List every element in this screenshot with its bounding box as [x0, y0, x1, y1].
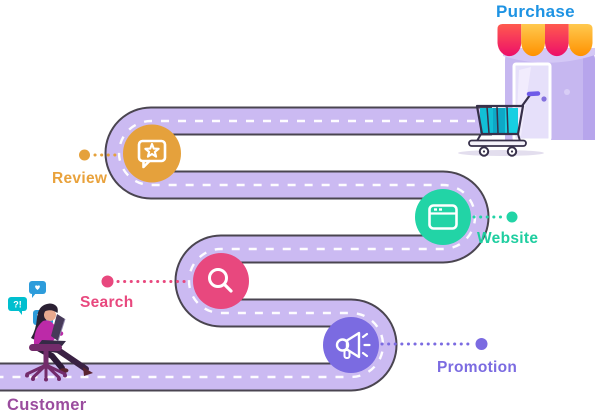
cart-shadow — [458, 150, 544, 156]
shoe-right — [83, 367, 93, 376]
road-path — [0, 106, 492, 392]
search-dot — [101, 275, 114, 288]
milestone-review — [79, 124, 181, 183]
milestone-promotion — [323, 317, 488, 373]
store-wall-shade — [583, 52, 595, 140]
milestone-website — [415, 189, 518, 245]
search-circle — [193, 253, 249, 309]
chair-caster — [63, 373, 67, 378]
review-dot — [79, 149, 90, 161]
milestone-search — [101, 253, 249, 309]
chair-caster — [44, 377, 48, 382]
chair-caster — [25, 373, 29, 378]
storefront-icon — [497, 24, 595, 142]
bubble-question-text: ?! — [13, 300, 22, 310]
label-review: Review — [52, 170, 108, 187]
website-circle — [415, 189, 471, 245]
cart-chassis — [468, 139, 527, 147]
label-customer: Customer — [7, 396, 87, 414]
label-purchase: Purchase — [496, 2, 575, 21]
chair-caster — [31, 377, 35, 381]
customer-illustration: ?! — [8, 281, 93, 382]
speech-bubble-question-icon: ?! — [8, 297, 27, 315]
chair-star-base — [25, 363, 67, 379]
speech-bubble-heart-icon — [29, 281, 46, 298]
office-chair — [25, 344, 67, 382]
cart-wheel-hub-left — [482, 150, 486, 153]
face — [44, 309, 56, 321]
promotion-circle — [323, 317, 379, 373]
chair-seat — [29, 344, 62, 351]
cart-wheel-hub-right — [510, 150, 514, 153]
chair-stem — [43, 351, 49, 365]
store-door — [512, 62, 552, 142]
road-center-line — [0, 119, 492, 379]
review-bubble-star-icon — [137, 139, 167, 169]
road-surface — [0, 108, 492, 390]
chair-caster — [57, 377, 61, 381]
hair-top — [43, 303, 58, 313]
wall-dot — [564, 89, 570, 95]
browser-icon — [428, 204, 458, 230]
cart-items — [480, 108, 518, 134]
magnifier-icon — [208, 268, 233, 293]
label-website: Website — [477, 230, 539, 247]
label-search: Search — [80, 294, 134, 311]
shopping-cart-icon — [458, 91, 544, 157]
label-promotion: Promotion — [437, 359, 518, 376]
door-knob — [541, 96, 547, 102]
promotion-dot — [475, 338, 488, 350]
torso — [33, 320, 57, 346]
website-dot — [506, 211, 518, 223]
cart-basket-grid — [486, 106, 509, 134]
cart-handle-grip — [526, 91, 541, 97]
megaphone-icon — [335, 331, 371, 359]
store-awning — [497, 24, 593, 57]
